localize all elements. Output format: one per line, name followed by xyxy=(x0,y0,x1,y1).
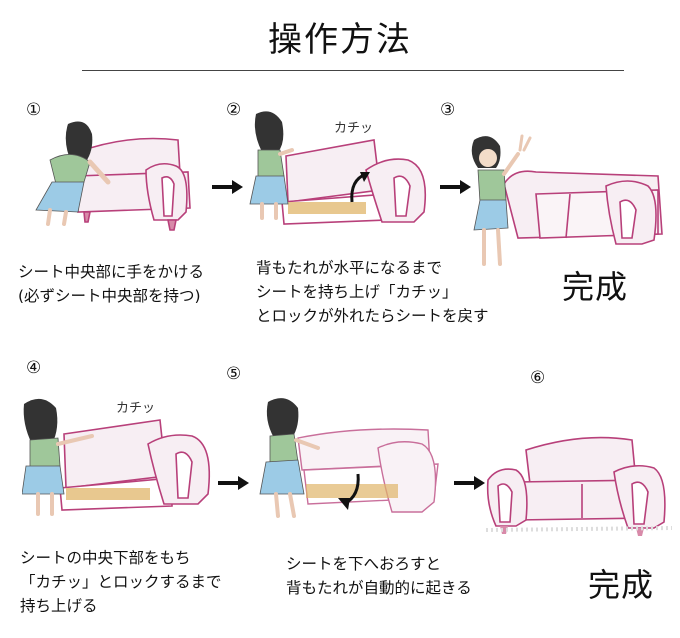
arrow-right-icon xyxy=(218,476,249,490)
step-5-number: ⑤ xyxy=(226,364,242,384)
step-6-illustration xyxy=(486,436,672,536)
step-1-caption: シート中央部に手をかける (必ずシート中央部を持つ) xyxy=(18,263,205,305)
arrow-right-icon xyxy=(212,180,243,194)
arrow-right-icon xyxy=(440,180,471,194)
arrow-right-icon xyxy=(454,476,485,490)
step-6-number: ⑥ xyxy=(530,368,546,388)
step-5-caption: シートを下へおろすと 背もたれが自動的に起きる xyxy=(286,555,472,597)
step-5-illustration xyxy=(259,398,439,518)
step-3-illustration xyxy=(471,134,663,266)
seat-frame xyxy=(66,488,150,500)
step-2-illustration: カチッ xyxy=(249,111,427,225)
step-2-caption: 背もたれが水平になるまで シートを持ち上げ「カチッ」 とロックが外れたらシートを… xyxy=(256,259,489,325)
step-2-number: ② xyxy=(226,100,242,120)
step-1-illustration xyxy=(35,121,191,231)
seat-frame xyxy=(306,484,398,498)
title-divider xyxy=(82,70,624,71)
step-3-number: ③ xyxy=(440,100,456,120)
step-4-caption: シートの中央下部をもち 「カチッ」とロックするまで 持ち上げる xyxy=(20,549,222,615)
step-3-done-label: 完成 xyxy=(562,268,629,306)
step-4-number: ④ xyxy=(26,358,42,378)
step-4-illustration: カチッ xyxy=(22,398,211,516)
seat-frame xyxy=(288,202,366,214)
page-title: 操作方法 xyxy=(268,20,412,60)
step-1-number: ① xyxy=(26,100,42,120)
step-6-done-label: 完成 xyxy=(588,566,655,604)
step-2-click-sound: カチッ xyxy=(334,121,373,136)
step-4-click-sound: カチッ xyxy=(116,401,155,416)
